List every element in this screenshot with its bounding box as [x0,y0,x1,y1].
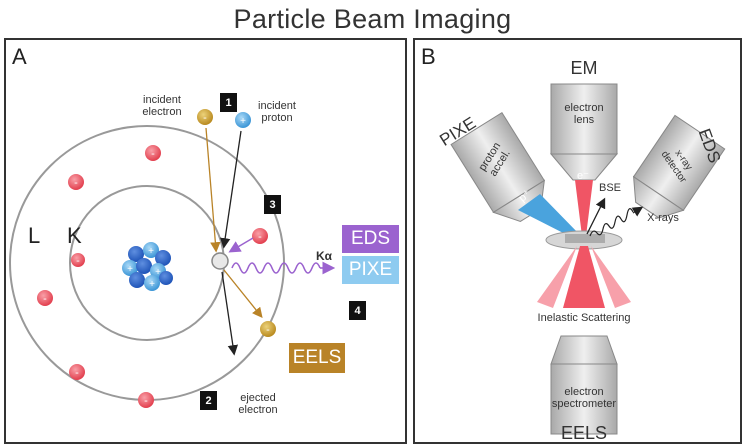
step-4-badge: 4 [349,301,366,320]
transition-electron [252,228,268,244]
svg-text:+: + [149,279,155,290]
ejected-electron-label: ejected electron [238,392,278,416]
eds-detector [632,114,726,219]
svg-text:+: + [127,264,133,275]
step-1-badge: 1 [220,93,237,112]
proton-beam [518,194,581,240]
svg-text:-: - [203,112,207,124]
inelastic-scattering-label: Inelastic Scattering [537,312,631,324]
step-2-badge: 2 [200,391,217,410]
l-shell-electrons [37,145,161,408]
shell-l-label: L [28,223,41,248]
panel-a: A + + + + [4,38,407,444]
xray-wave-b [589,208,634,237]
shell-k-label: K [67,223,82,248]
svg-text:+: + [240,116,246,127]
electron-beam [575,180,593,236]
electron-lens-label: electron lens [564,102,604,126]
svg-text:-: - [43,293,47,305]
panel-b: B [413,38,742,444]
k-shell-electron [71,253,85,267]
incident-proton-dot [235,112,251,128]
bse-label: BSE [598,182,621,194]
atom-diagram: + + + + - - - - - - - - + [9,109,336,408]
scattered-electron [260,321,276,337]
svg-text:-: - [258,231,262,243]
step-3-badge: 3 [264,195,281,214]
instrument-diagram [450,83,726,435]
svg-text:-: - [74,177,78,189]
eels-label-b: EELS [560,423,608,443]
em-label: EM [570,58,598,78]
svg-text:-: - [144,395,148,407]
electron-beam-label: e⁻ [577,170,589,182]
pixe-box: PIXE [342,256,399,284]
incident-proton-label: incident proton [258,100,296,124]
svg-text:-: - [151,148,155,160]
svg-text:-: - [76,255,80,267]
incident-electron-dot [197,109,213,125]
panel-b-label: B [421,44,436,69]
eels-box: EELS [289,343,345,373]
xrays-label: X-rays [647,212,679,224]
electron-spectrometer-label: electron spectrometer [551,386,617,410]
svg-text:-: - [75,367,79,379]
svg-text:+: + [148,246,154,257]
svg-text:-: - [266,324,270,336]
xray-wave [231,262,321,274]
transmitted-beam [563,246,605,308]
spectrometer-body [550,363,618,435]
vacancy [211,252,229,270]
incident-electron-label: incident electron [142,94,182,118]
figure-title: Particle Beam Imaging [233,4,512,34]
kalpha-label: Kα [316,249,333,263]
svg-text:+: + [155,267,161,278]
panel-a-label: A [12,44,27,69]
nucleus: + + + + [122,242,173,291]
eds-box: EDS [342,225,399,253]
electron-lens-body [550,83,618,155]
